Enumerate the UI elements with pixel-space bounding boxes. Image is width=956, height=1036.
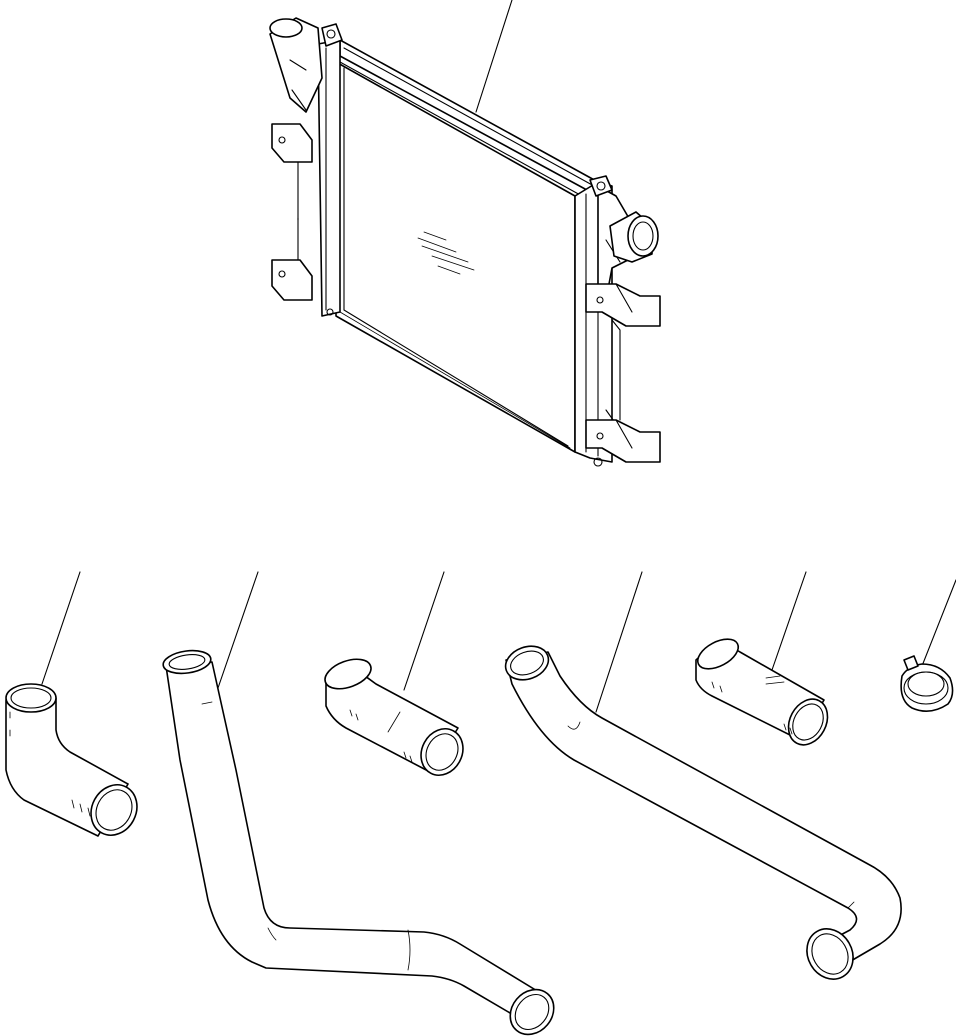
straight-hose-right: [695, 571, 829, 746]
leader-line-long-tube-right: [595, 571, 643, 713]
straight-hose-middle: [324, 571, 464, 776]
leader-line-hose-clamp: [921, 579, 956, 667]
leader-line-elbow-hose: [41, 571, 81, 685]
long-tube-left: [162, 571, 555, 1036]
hose-clamp: [900, 579, 956, 712]
long-tube-right: [504, 571, 902, 980]
leader-line-straight-hose-middle: [403, 571, 445, 691]
leader-line-long-tube-left: [217, 571, 259, 689]
elbow-hose: [5, 571, 138, 837]
leader-line-straight-hose-right: [771, 571, 807, 671]
intercooler: [269, 0, 661, 467]
leader-line-intercooler: [475, 0, 513, 113]
